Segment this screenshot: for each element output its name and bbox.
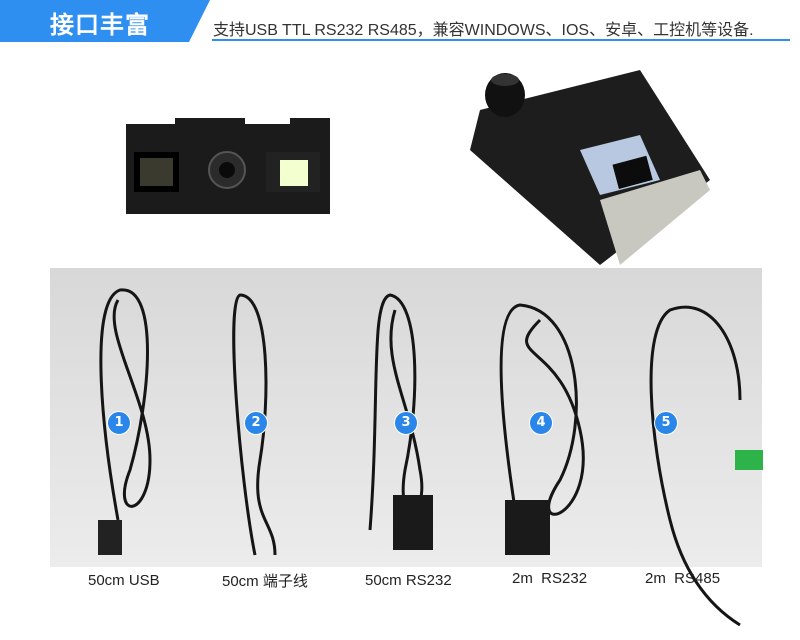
subtitle-underline [212,39,790,41]
scanner-front-module-image [126,118,330,214]
cable-4-image [499,303,585,541]
cable-label: 50cm USB [88,572,160,589]
cable-label: 50cm 端子线 [222,573,308,590]
cable-number-badge: 5 [654,411,678,435]
section-title: 接口丰富 [50,11,150,39]
cable-number-badge: 4 [529,411,553,435]
cable-label: 50cm RS232 [365,572,452,589]
cable-5-image [649,305,742,627]
cable-label: 2m RS485 [645,570,721,587]
section-subtitle: 支持USB TTL RS232 RS485，兼容WINDOWS、IOS、安卓、工… [213,22,754,39]
cable-number-badge: 1 [107,411,131,435]
cable-label: 2m RS232 [512,570,588,587]
scanner-pcb-image [470,70,710,265]
cable-number-badge: 3 [394,411,418,435]
header-banner [0,0,210,42]
cable-2-image [232,293,277,556]
cable-number-badge: 2 [244,411,268,435]
cable-1-image [99,288,152,521]
cable-3-image [368,293,424,531]
